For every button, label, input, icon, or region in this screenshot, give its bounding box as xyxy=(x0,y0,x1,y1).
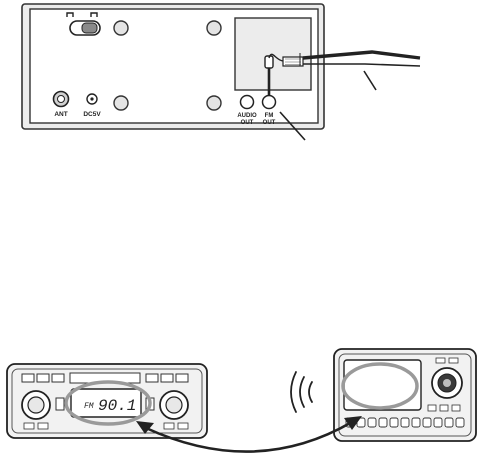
small-button xyxy=(164,423,174,429)
screw-hole xyxy=(114,96,128,110)
signal-wave xyxy=(309,382,312,402)
wireless-signal-icon xyxy=(291,372,312,412)
fm-out-label-line1: FM xyxy=(265,113,274,119)
rotary-knob-cap xyxy=(443,379,451,387)
satellite-receiver xyxy=(334,349,476,441)
preset-button xyxy=(434,418,442,427)
car-stereo: FM 90.1 xyxy=(7,364,207,438)
preset-button xyxy=(176,374,188,382)
small-button xyxy=(428,405,436,411)
preset-button xyxy=(52,374,64,382)
preset-button xyxy=(456,418,464,427)
preset-button xyxy=(445,418,453,427)
volume-knob-center xyxy=(28,397,44,413)
preset-button xyxy=(390,418,398,427)
fm-out-port xyxy=(263,96,276,109)
preset-button xyxy=(161,374,173,382)
dc-power-label: DC5V xyxy=(83,111,101,118)
tuning-knob-center xyxy=(166,397,182,413)
fm-out-label-line2: OUT xyxy=(263,120,276,126)
dc-power-pin xyxy=(90,97,93,100)
side-button xyxy=(56,398,64,410)
signal-wave xyxy=(300,377,304,407)
display-band: FM xyxy=(84,402,94,411)
small-button xyxy=(449,358,458,363)
small-button xyxy=(38,423,48,429)
antenna-port-inner xyxy=(58,96,65,103)
screw-hole xyxy=(207,21,221,35)
preset-button xyxy=(401,418,409,427)
audio-out-port xyxy=(241,96,254,109)
preset-button xyxy=(37,374,49,382)
small-button xyxy=(436,358,445,363)
preset-button xyxy=(412,418,420,427)
switch-knob xyxy=(82,23,97,33)
preset-button xyxy=(423,418,431,427)
small-button xyxy=(440,405,448,411)
screw-hole xyxy=(114,21,128,35)
small-button xyxy=(452,405,460,411)
receiver-rear-panel: ANT DC5V AUDIO OUT FM OUT xyxy=(22,4,324,129)
cable-callout-line xyxy=(364,71,376,90)
screw-hole xyxy=(207,96,221,110)
audio-out-label-line1: AUDIO xyxy=(237,113,257,119)
small-button xyxy=(24,423,34,429)
antenna-label: ANT xyxy=(54,111,67,118)
signal-wave xyxy=(291,372,296,412)
preset-button xyxy=(22,374,34,382)
small-button xyxy=(178,423,188,429)
preset-button xyxy=(368,418,376,427)
preset-button xyxy=(146,374,158,382)
preset-button xyxy=(379,418,387,427)
audio-out-label-line2: OUT xyxy=(241,120,254,126)
display-frequency: 90.1 xyxy=(98,397,136,415)
